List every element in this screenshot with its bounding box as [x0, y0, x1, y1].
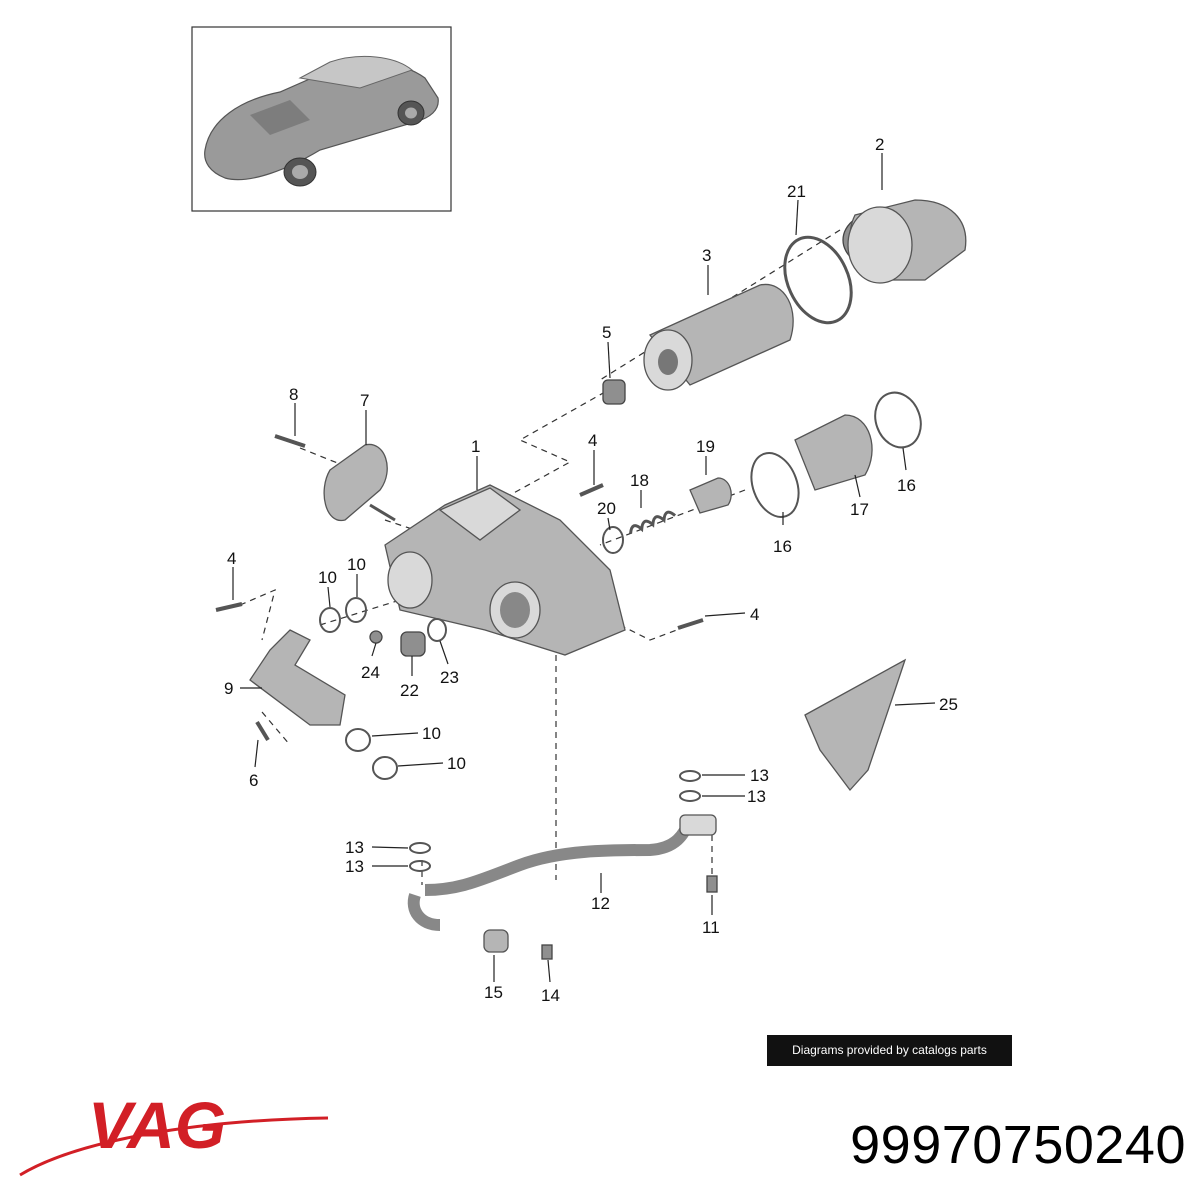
callout-9: 9	[224, 679, 233, 698]
part-22-plug	[400, 631, 426, 657]
part-10-ring	[372, 756, 398, 780]
part-19-piston	[689, 477, 732, 514]
callout-21: 21	[787, 182, 806, 201]
callout-4-top: 4	[588, 431, 597, 450]
callout-3: 3	[702, 246, 711, 265]
part-7-sensor	[323, 443, 396, 522]
callout-16-right: 16	[897, 476, 916, 495]
callout-19: 19	[696, 437, 715, 456]
callout-20: 20	[597, 499, 616, 518]
vag-logo-icon: VAG	[19, 1088, 329, 1177]
part-10-ring	[319, 607, 341, 633]
part-21-o-ring	[783, 235, 853, 325]
callout-10-a: 10	[318, 568, 337, 587]
part-5-valve	[602, 379, 626, 405]
callout-2: 2	[875, 135, 884, 154]
callout-4-right: 4	[750, 605, 759, 624]
car-thumbnail-icon	[191, 26, 452, 212]
part-10-ring	[345, 597, 367, 623]
part-4-bolt	[677, 618, 704, 630]
callout-17: 17	[850, 500, 869, 519]
part-13-ring	[409, 860, 431, 872]
callout-11: 11	[702, 918, 720, 937]
part-17-sleeve	[794, 414, 873, 491]
callout-15: 15	[484, 983, 503, 1002]
callout-16-left: 16	[773, 537, 792, 556]
part-9-elbow-pipe	[249, 629, 346, 726]
callout-18: 18	[630, 471, 649, 490]
part-23-ring	[427, 618, 447, 642]
part-13-ring	[409, 842, 431, 854]
part-24-screw	[369, 630, 383, 644]
callout-24: 24	[361, 663, 380, 682]
callouts: 2 21 3 5 8 7 1 4 18 19 20 16 17 16 4 10 …	[224, 135, 958, 1005]
part-3-filter-element	[643, 283, 794, 391]
part-4-bolt	[579, 483, 604, 497]
diagram-credit-banner: Diagrams provided by catalogs parts	[767, 1035, 1012, 1066]
part-2-filter-cap	[842, 199, 967, 284]
callout-7: 7	[360, 391, 369, 410]
part-4-bolt	[215, 602, 243, 612]
callout-13-a: 13	[750, 766, 769, 785]
callout-10-b: 10	[347, 555, 366, 574]
callout-10-c: 10	[422, 724, 441, 743]
callout-14: 14	[541, 986, 560, 1005]
callout-12: 12	[591, 894, 610, 913]
callout-4-left: 4	[227, 549, 236, 568]
part-14-bolt	[541, 944, 553, 960]
callout-25: 25	[939, 695, 958, 714]
brand-name: VAG	[88, 1088, 226, 1162]
part-13-ring	[679, 790, 701, 802]
callout-22: 22	[400, 681, 419, 700]
part-18-spring	[629, 510, 677, 534]
part-1-oil-filter-housing	[384, 484, 626, 656]
part-16-ring	[750, 452, 800, 518]
part-13-ring	[679, 770, 701, 782]
callout-5: 5	[602, 323, 611, 342]
callout-13-b: 13	[747, 787, 766, 806]
part-15-clamp	[483, 929, 509, 953]
part-12-oil-pipe	[424, 817, 696, 896]
callout-13-c: 13	[345, 838, 364, 857]
leader-lines	[232, 153, 936, 983]
callout-8: 8	[289, 385, 298, 404]
callout-23: 23	[440, 668, 459, 687]
part-16-ring	[874, 391, 922, 449]
part-6-bolt	[255, 720, 270, 742]
callout-1: 1	[471, 437, 480, 456]
part-11-bolt	[706, 875, 718, 893]
callout-10-d: 10	[447, 754, 466, 773]
part-8-bolt	[274, 434, 306, 448]
part-number: 99970750240	[850, 1115, 1186, 1175]
part-10-ring	[345, 728, 371, 752]
callout-13-d: 13	[345, 857, 364, 876]
part-25-cover-plate	[804, 658, 907, 792]
part-20-ring	[602, 526, 624, 554]
callout-6: 6	[249, 771, 258, 790]
